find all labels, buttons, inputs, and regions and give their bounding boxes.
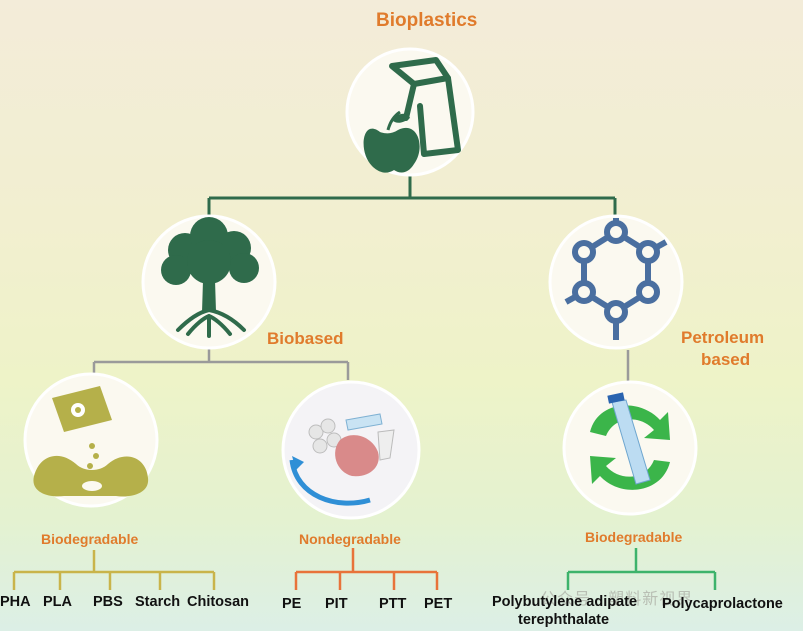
leaf-terephthalate: terephthalate — [518, 612, 610, 628]
bottle-recycle-icon — [562, 380, 698, 516]
petroleum-label-line1: Petroleum — [681, 328, 765, 347]
tree-icon — [141, 214, 277, 350]
leaf-ptt: PTT — [379, 596, 407, 612]
leaf-pbs: PBS — [93, 594, 123, 610]
nondegradable-label: Nondegradable — [299, 531, 401, 547]
watermark: 公众号 · 塑料新视界 — [540, 591, 694, 608]
petroleum-label-line2: based — [701, 350, 751, 369]
leaf-pla: PLA — [43, 594, 72, 610]
leaf-chitosan: Chitosan — [187, 594, 250, 610]
leaf-pe: PE — [282, 596, 302, 612]
leaf-pha: PHA — [0, 594, 31, 610]
plastic-waste-recycle-icon — [281, 380, 421, 520]
compost-seed-bag-icon — [23, 372, 159, 508]
leaf-pit: PIT — [325, 596, 348, 612]
shopping-bag-apple-icon — [345, 47, 475, 177]
leaf-polycaprolactone: Polycaprolactone — [662, 596, 783, 612]
leaf-pet: PET — [424, 596, 453, 612]
biobased-label: Biobased — [267, 329, 344, 348]
leaf-starch: Starch — [135, 594, 181, 610]
leaf-polybutylene-adipate: Polybutylene adipate — [492, 594, 638, 610]
diagram-title: Bioplastics — [376, 10, 478, 31]
petroleum-biodegradable-label: Biodegradable — [585, 529, 683, 545]
biodegradable-label: Biodegradable — [41, 531, 139, 547]
molecule-icon — [548, 214, 684, 350]
